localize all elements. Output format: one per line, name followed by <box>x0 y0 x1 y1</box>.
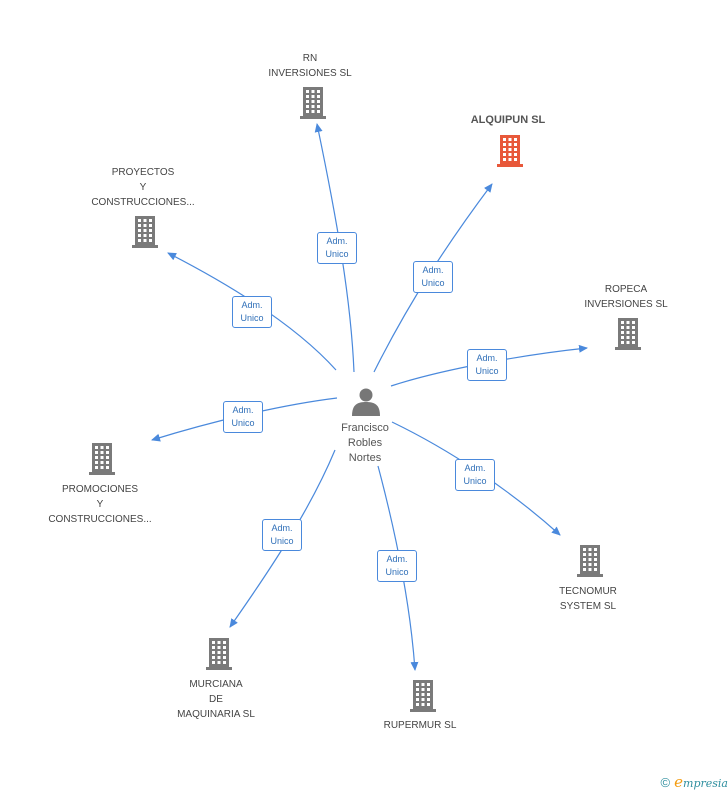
role-badge-line: Adm. <box>241 300 263 310</box>
building-icon[interactable] <box>615 318 641 350</box>
company-label-line: INVERSIONES SL <box>268 68 352 79</box>
footer-brand: ©empresia <box>661 773 728 791</box>
person-name-line: Robles <box>347 437 383 449</box>
building-icon[interactable] <box>577 545 603 577</box>
role-badge-line: Unico <box>240 313 264 323</box>
role-badge-tecnomur[interactable]: Adm. Unico <box>455 459 495 491</box>
brand-initial: e <box>674 773 684 791</box>
company-label-line: INVERSIONES SL <box>584 299 668 310</box>
role-badge-line: Unico <box>325 249 349 259</box>
company-label-line: CONSTRUCCIONES... <box>91 197 195 208</box>
center-person-label[interactable]: Francisco Robles Nortes <box>341 421 389 466</box>
company-label-line: PROYECTOS <box>111 167 175 178</box>
role-badge-line: Adm. <box>232 405 254 415</box>
company-label-murciana[interactable]: MURCIANA DE MAQUINARIA SL <box>177 677 255 722</box>
role-badge-rn[interactable]: Adm. Unico <box>317 232 357 264</box>
role-badge-line: Adm. <box>422 265 444 275</box>
role-badge-line: Unico <box>475 366 499 376</box>
copyright-icon: © <box>660 775 671 790</box>
role-badge-line: Adm. <box>386 554 408 564</box>
building-icon[interactable] <box>206 638 232 670</box>
company-label-line: SYSTEM SL <box>559 601 617 612</box>
role-badge-proyectos[interactable]: Adm. Unico <box>232 296 272 328</box>
company-label-rn[interactable]: RN INVERSIONES SL <box>268 51 351 81</box>
role-badge-line: Unico <box>270 536 294 546</box>
company-label-line: MURCIANA <box>189 679 243 690</box>
role-badge-line: Adm. <box>271 523 293 533</box>
company-label-line: CONSTRUCCIONES... <box>48 514 152 525</box>
role-badge-line: Adm. <box>326 236 348 246</box>
company-label-alquipun[interactable]: ALQUIPUN SL <box>471 113 546 128</box>
company-label-tecnomur[interactable]: TECNOMUR SYSTEM SL <box>559 584 617 614</box>
building-icon[interactable] <box>300 87 326 119</box>
role-badge-line: Unico <box>231 418 255 428</box>
company-label-line: ALQUIPUN SL <box>470 114 546 126</box>
role-badge-alquipun[interactable]: Adm. Unico <box>413 261 453 293</box>
role-badge-line: Unico <box>421 278 445 288</box>
company-label-proyectos[interactable]: PROYECTOS Y CONSTRUCCIONES... <box>91 165 194 210</box>
company-label-line: ROPECA <box>604 284 648 295</box>
role-badge-rupermur[interactable]: Adm. Unico <box>377 550 417 582</box>
role-badge-line: Unico <box>385 567 409 577</box>
company-label-line: TECNOMUR <box>559 586 617 597</box>
company-label-promociones[interactable]: PROMOCIONES Y CONSTRUCCIONES... <box>48 482 151 527</box>
role-badge-ropeca[interactable]: Adm. Unico <box>467 349 507 381</box>
role-badge-murciana[interactable]: Adm. Unico <box>262 519 302 551</box>
person-name-line: Nortes <box>348 452 382 464</box>
person-name-line: Francisco <box>341 422 389 434</box>
company-label-line: PROMOCIONES <box>61 484 139 495</box>
building-icon[interactable] <box>410 680 436 712</box>
company-label-rupermur[interactable]: RUPERMUR SL <box>384 718 457 733</box>
company-label-line: MAQUINARIA SL <box>177 709 255 720</box>
building-icon[interactable] <box>497 135 523 167</box>
role-badge-line: Adm. <box>476 353 498 363</box>
company-label-ropeca[interactable]: ROPECA INVERSIONES SL <box>584 282 667 312</box>
company-label-line: DE <box>209 694 223 705</box>
building-icon[interactable] <box>132 216 158 248</box>
company-label-line: Y <box>96 499 104 510</box>
company-label-line: RUPERMUR SL <box>383 720 457 731</box>
person-icon[interactable] <box>352 388 380 417</box>
role-badge-line: Unico <box>463 476 487 486</box>
role-badge-promociones[interactable]: Adm. Unico <box>223 401 263 433</box>
brand-logo[interactable]: empresia <box>674 773 728 791</box>
brand-name: mpresia <box>683 777 728 790</box>
role-badge-line: Adm. <box>464 463 486 473</box>
company-label-line: RN <box>302 53 318 64</box>
company-label-line: Y <box>139 182 147 193</box>
building-icon[interactable] <box>89 443 115 475</box>
